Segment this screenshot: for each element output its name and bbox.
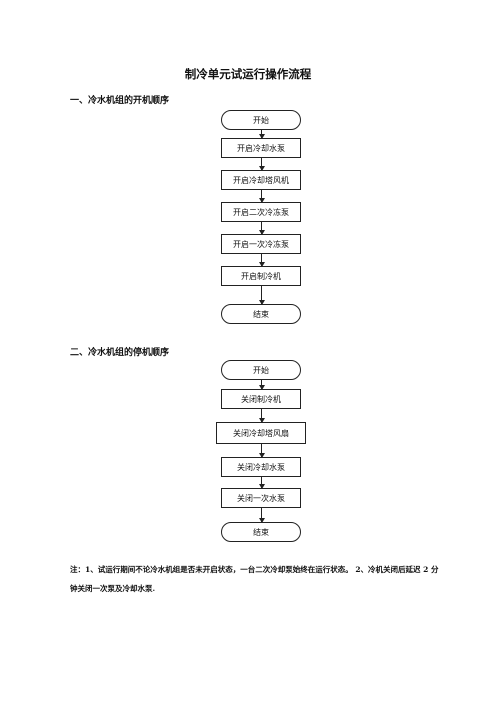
flow-arrow [258, 444, 265, 458]
startup-start-node: 开始 [221, 110, 301, 130]
flow-arrow [258, 409, 265, 423]
flow-arrow [258, 222, 265, 235]
shutdown-step-1: 关闭制冷机 [221, 389, 301, 409]
flow-arrow [258, 380, 265, 390]
document-title: 制冷单元试运行操作流程 [184, 67, 312, 81]
flow-arrow [258, 254, 265, 267]
flow-arrow [258, 286, 265, 305]
shutdown-end-node: 结束 [221, 522, 301, 542]
startup-heading: 一、冷水机组的开机顺序 [70, 96, 170, 106]
startup-end-node: 结束 [221, 304, 301, 324]
flow-arrow [258, 477, 265, 489]
startup-step-3: 开启二次冷冻泵 [221, 202, 301, 222]
shutdown-start-node: 开始 [221, 360, 301, 380]
startup-step-1: 开启冷却水泵 [221, 138, 301, 158]
startup-step-4: 开启一次冷冻泵 [221, 234, 301, 254]
shutdown-step-2: 关闭冷却塔风扇 [216, 422, 306, 444]
startup-step-2: 开启冷却塔风机 [221, 170, 301, 190]
flow-arrow [258, 130, 265, 139]
flow-arrow [258, 158, 265, 171]
flow-arrow [258, 190, 265, 203]
footnote: 注：1、试运行期间不论冷水机组是否未开启状态，一台二次冷却泵始终在运行状态。 2… [70, 565, 439, 593]
flow-arrow [258, 508, 265, 523]
shutdown-step-3: 关闭冷却水泵 [221, 457, 301, 477]
shutdown-heading: 二、冷水机组的停机顺序 [70, 348, 170, 358]
startup-step-5: 开启制冷机 [221, 266, 301, 286]
shutdown-step-4: 关闭一次水泵 [221, 488, 301, 508]
